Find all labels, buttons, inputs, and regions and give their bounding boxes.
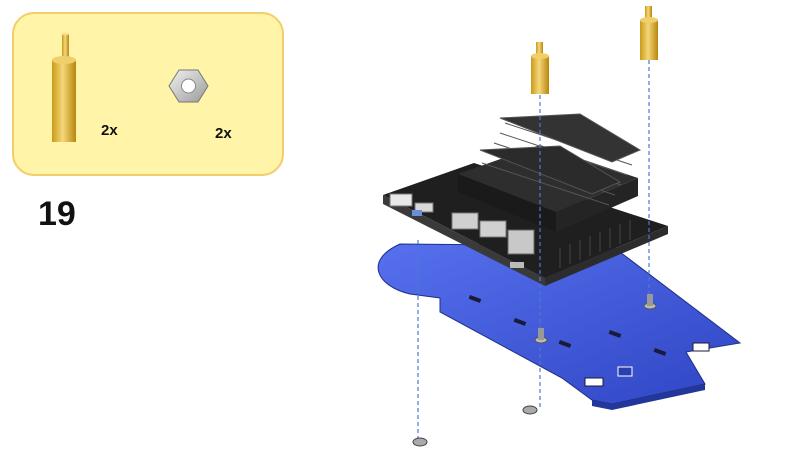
brass-standoff [640, 6, 658, 60]
brass-standoff-icon [52, 32, 76, 142]
standoff-quantity: 2x [101, 122, 118, 139]
brass-standoff [531, 42, 549, 94]
jetson-nano-board [383, 163, 668, 286]
screw [534, 328, 548, 344]
screw [643, 294, 657, 310]
screw [522, 405, 538, 415]
step-number: 19 [38, 195, 76, 233]
alignment-lines [417, 60, 650, 440]
hex-nut-icon [168, 69, 209, 103]
heat-sink [458, 113, 642, 268]
screw [412, 437, 428, 447]
nut-quantity: 2x [215, 125, 232, 142]
